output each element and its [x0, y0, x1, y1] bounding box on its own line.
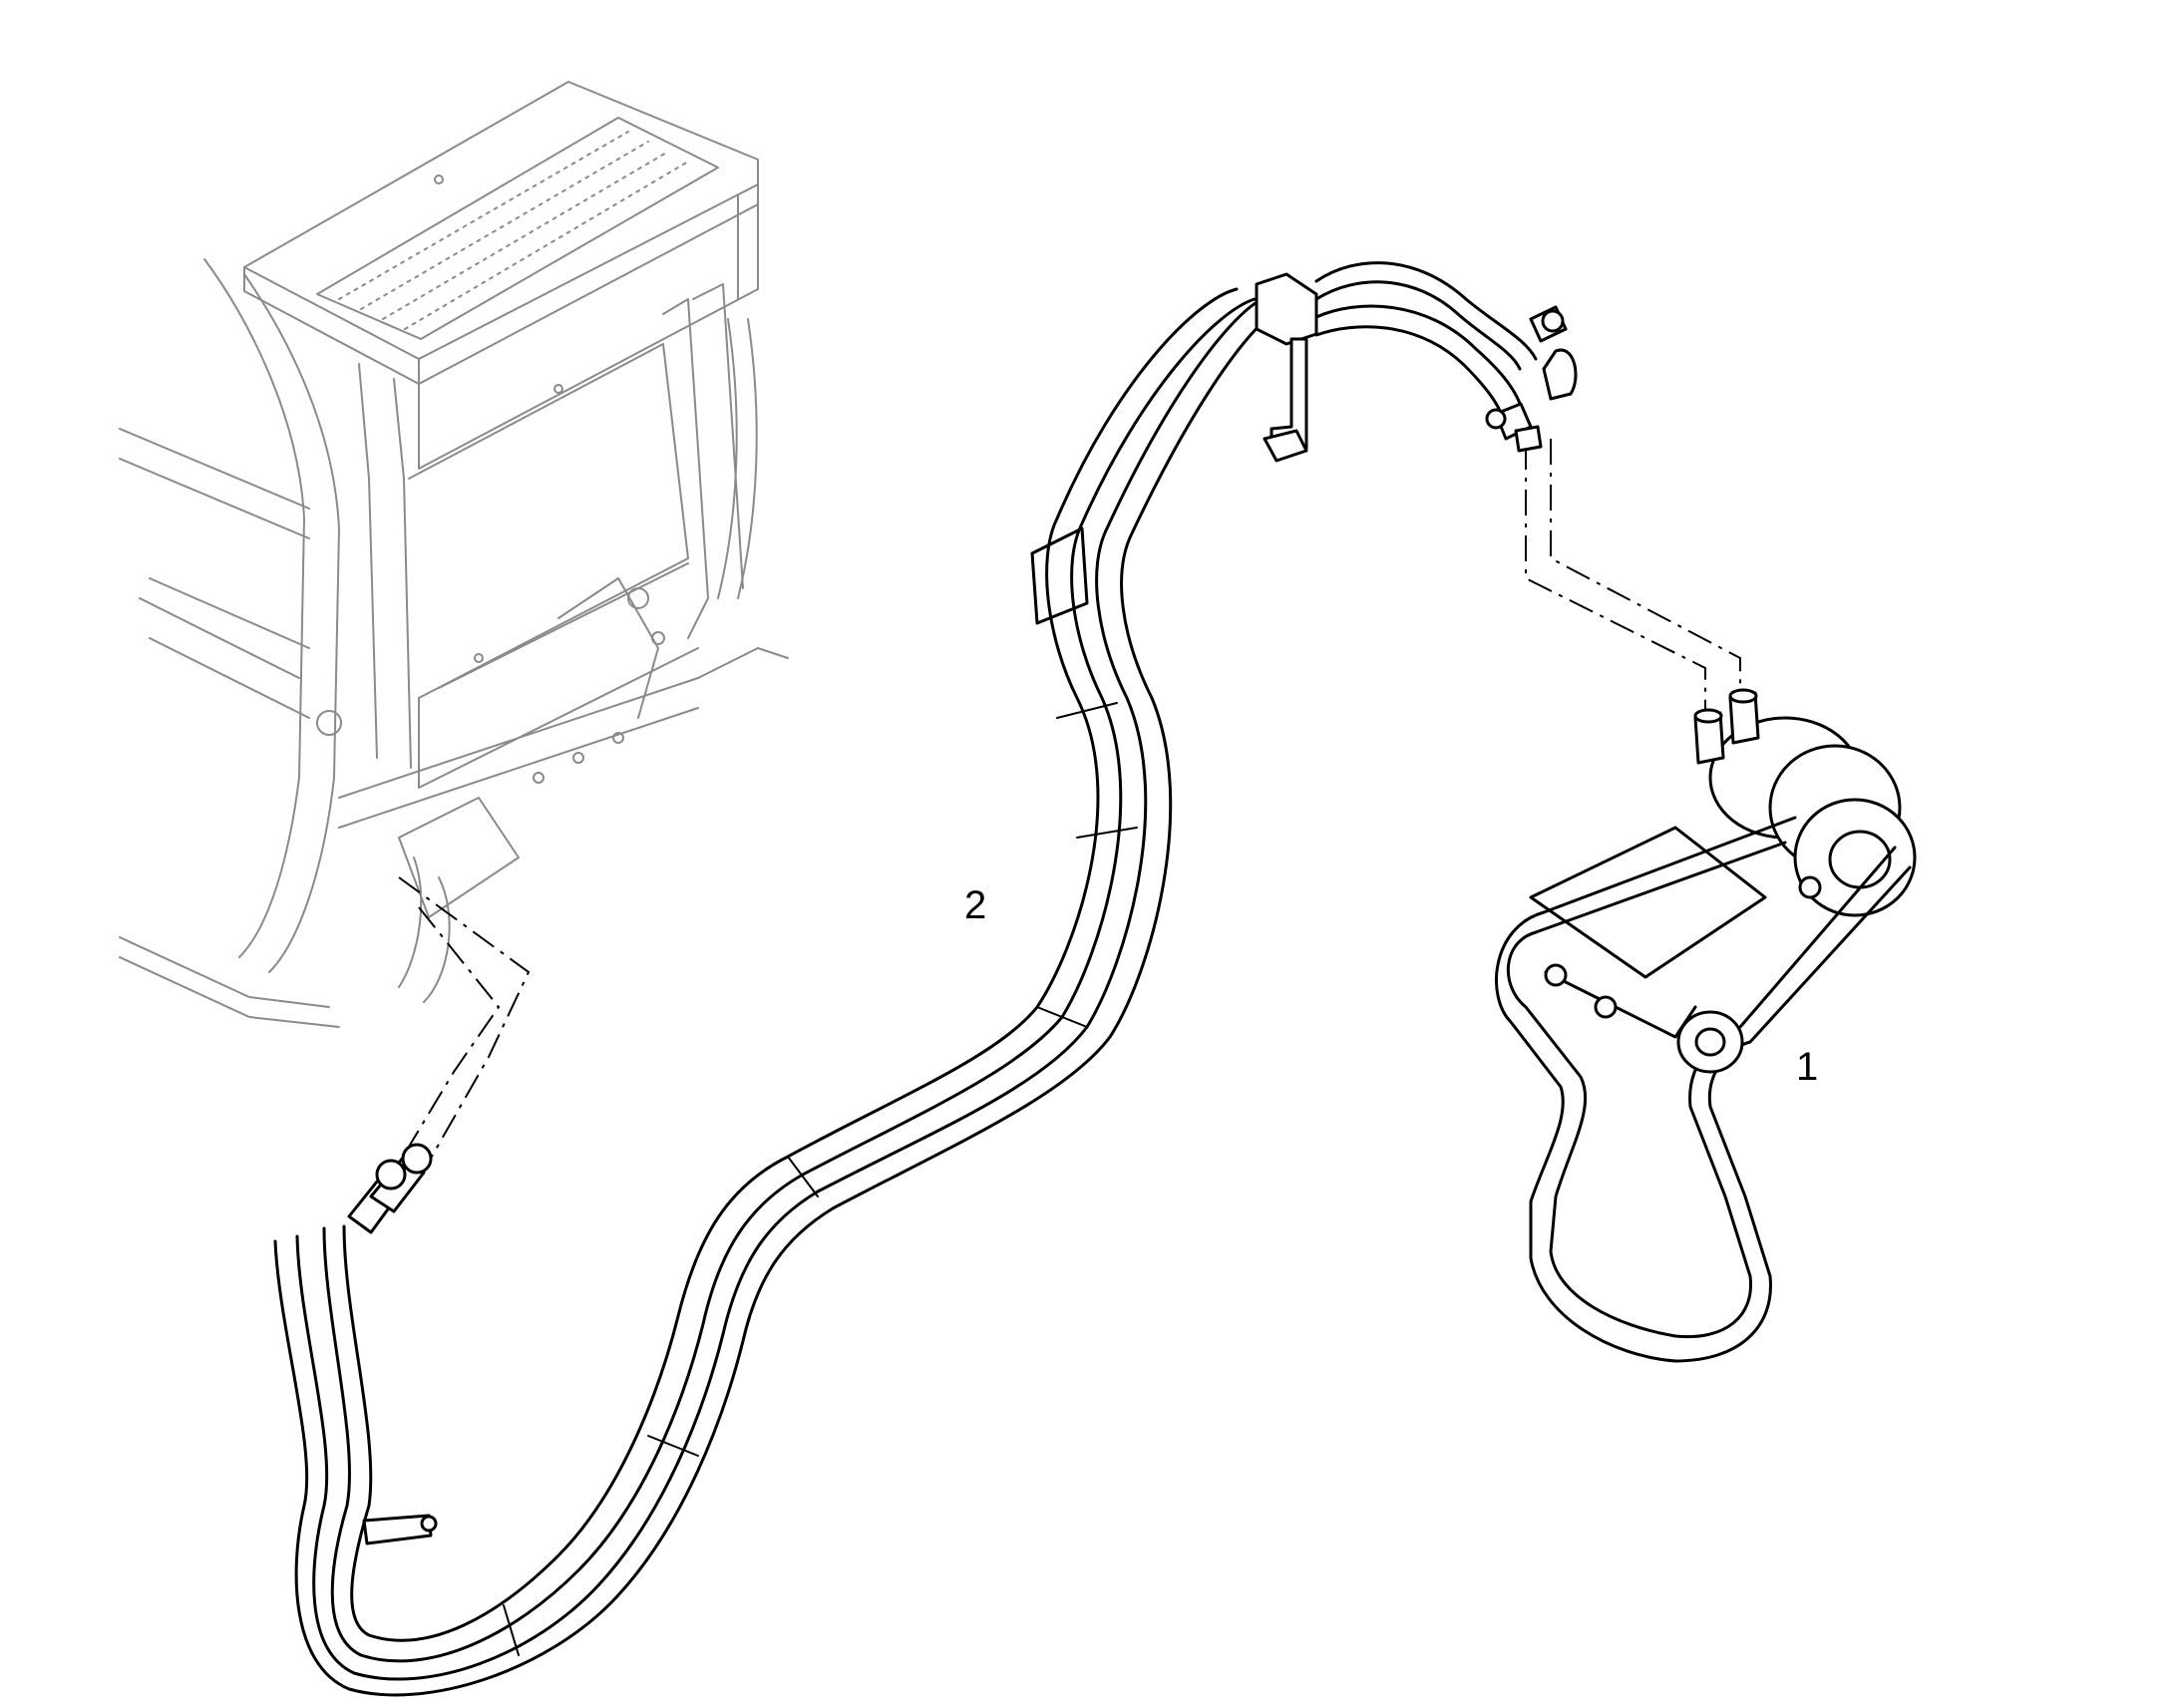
refrigerant-hose-assembly — [273, 261, 1578, 1697]
ac-compressor-assembly — [1494, 688, 1917, 1363]
cab-frame-structure — [119, 81, 789, 1028]
callout-1: 1 — [1796, 1045, 1819, 1089]
condenser-grille-holes — [338, 131, 689, 330]
callout-2: 2 — [964, 883, 987, 927]
connection-leader-lines — [398, 439, 1741, 1163]
